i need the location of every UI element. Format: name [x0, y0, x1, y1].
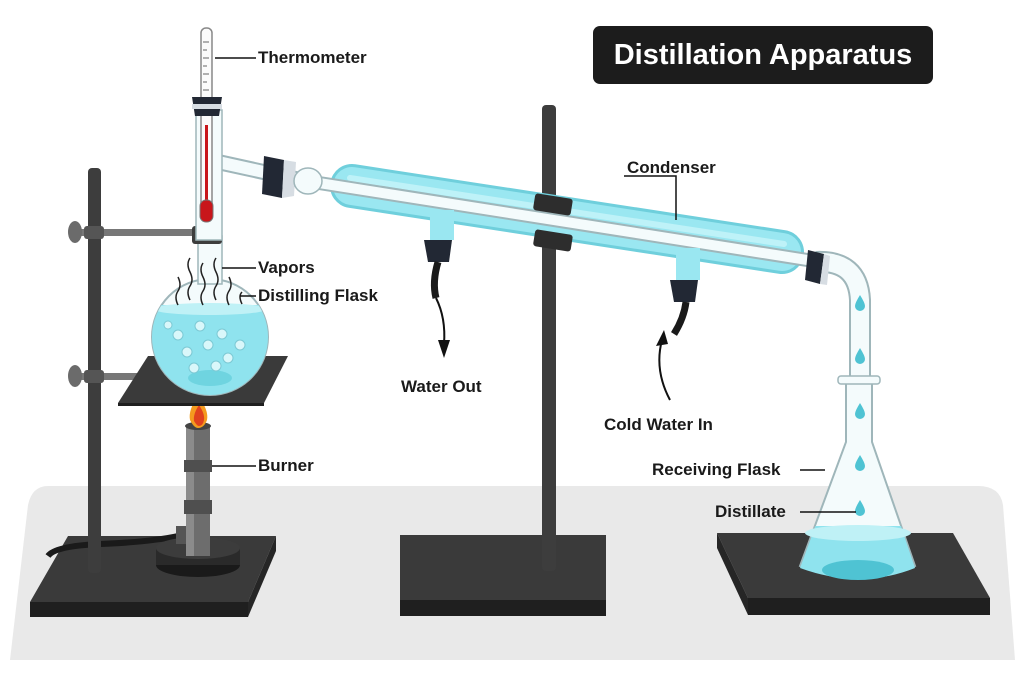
middle-stand-rod [542, 105, 556, 571]
upper-clamp [68, 221, 196, 243]
ring-clamp [68, 365, 160, 387]
label-distilling-flask: Distilling Flask [258, 286, 378, 305]
thermometer-stopper [192, 97, 222, 116]
label-burner: Burner [258, 456, 314, 475]
distillate-drops [855, 295, 865, 516]
bunsen-burner [156, 422, 240, 577]
condenser [298, 164, 822, 274]
label-water-out: Water Out [401, 377, 482, 396]
vapor-wisps [175, 257, 243, 306]
condenser-clamp-upper [533, 193, 573, 216]
water-out-port [424, 210, 454, 299]
label-thermometer: Thermometer [258, 48, 367, 67]
cold-water-in-arrow [656, 330, 671, 401]
cold-water-in-port [670, 248, 700, 336]
label-leader-lines [212, 57, 856, 513]
middle-stand-base [400, 535, 606, 616]
condenser-clamp-lower [533, 229, 573, 252]
water-out-arrow [435, 297, 450, 358]
label-vapors: Vapors [258, 258, 315, 277]
label-distillate: Distillate [715, 502, 786, 521]
diagram-title: Distillation Apparatus [613, 38, 913, 71]
condenser-left-stopper [262, 156, 323, 198]
title-banner: Distillation Apparatus [593, 26, 933, 84]
receiving-flask [798, 375, 917, 580]
label-cold-water-in: Cold Water In [604, 415, 713, 434]
label-receiving-flask: Receiving Flask [652, 460, 781, 479]
thermometer [199, 27, 214, 223]
label-condenser: Condenser [627, 158, 716, 177]
